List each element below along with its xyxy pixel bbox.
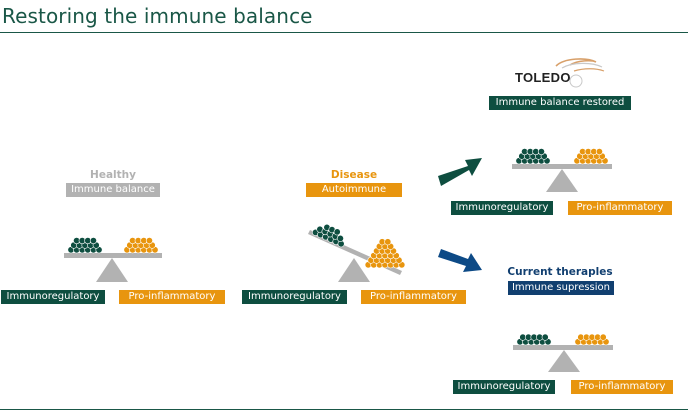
cell-icon [333,228,341,236]
label-proinflammatory-therapies: Pro-inflammatory [571,380,673,394]
scale-healthy-fulcrum [96,258,128,282]
scale-restored-fulcrum [546,169,578,192]
pile-disease-regulatory [311,223,345,248]
footer-rule [0,409,688,410]
label-proinflammatory-healthy: Pro-inflammatory [119,290,225,304]
cell-icon [537,148,545,156]
pile-restored-inflammatory [573,148,609,165]
pile-healthy-regulatory [67,237,103,254]
logo-swoosh-icon [555,58,605,88]
header-rule [0,32,688,33]
label-immunoregulatory-restored: Immunoregulatory [451,201,553,215]
label-immunoregulatory-healthy: Immunoregulatory [1,290,105,304]
arrow-up-right-icon [438,158,482,186]
scale-disease [308,223,406,282]
pile-therapies-inflammatory [574,333,610,346]
logo-text: TOLEDO [515,70,571,85]
label-proinflammatory-disease: Pro-inflammatory [361,290,466,304]
tag-autoimmune: Autoimmune [306,183,402,197]
tag-immune-balance: Immune balance [66,183,160,197]
toledo-logo: TOLEDO [512,56,608,90]
caption-disease: Disease [330,169,378,181]
label-proinflammatory-restored: Pro-inflammatory [568,201,672,215]
caption-current-therapies: Current theraples [507,266,613,278]
tag-immune-balance-restored: Immune balance restored [489,96,631,110]
cell-icon [89,237,97,245]
scale-therapies [513,333,613,372]
cell-icon [384,238,392,246]
cell-icon [336,234,344,242]
scale-therapies-beam [513,345,613,350]
scale-healthy [64,237,162,282]
tag-immune-suppression: Immune supression [508,281,614,295]
label-immunoregulatory-disease: Immunoregulatory [242,290,347,304]
pile-therapies-regulatory [516,333,552,346]
pile-disease-inflammatory [364,238,406,269]
pile-healthy-inflammatory [123,237,159,254]
cell-icon [145,237,153,245]
scale-restored-beam [512,164,612,169]
scale-therapies-fulcrum [548,350,580,372]
scale-disease-fulcrum [338,258,370,282]
page-title: Restoring the immune balance [2,4,313,28]
pile-restored-regulatory [515,148,551,165]
label-immunoregulatory-therapies: Immunoregulatory [453,380,555,394]
scale-healthy-beam [64,253,162,258]
scale-restored [512,148,612,192]
cell-icon [541,333,549,341]
caption-healthy: Healthy [90,169,136,181]
cell-icon [595,148,603,156]
cell-icon [599,333,607,341]
arrow-down-right-icon [438,249,482,272]
